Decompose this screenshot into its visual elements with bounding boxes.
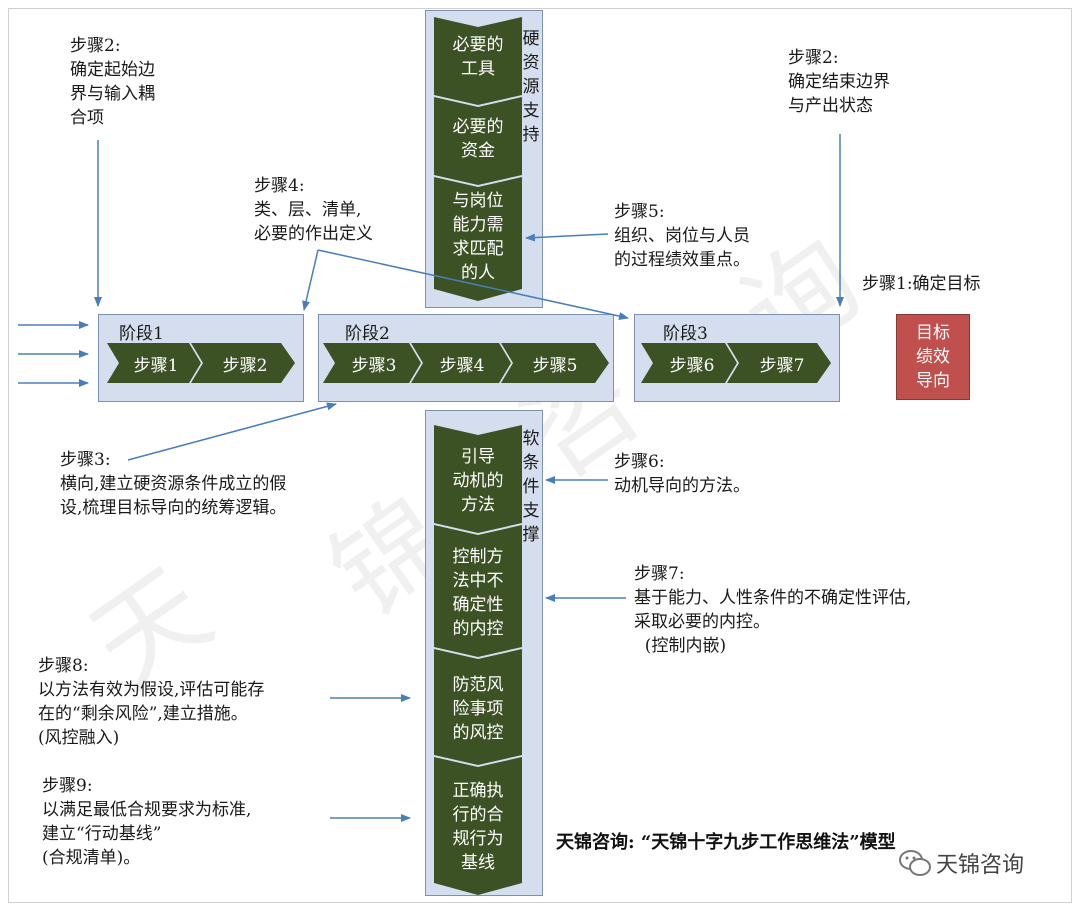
soft-item-compliance: 正确执 行的合 规行为 基线 bbox=[452, 781, 504, 873]
stage-3-title: 阶段3 bbox=[663, 324, 708, 344]
diagram-caption: 天锦咨询: “天锦十字九步工作思维法”模型 bbox=[556, 832, 896, 853]
step3-arrow bbox=[127, 402, 337, 461]
note-step2-end: 步骤2: 确定结束边界 与产出状态 bbox=[788, 48, 890, 116]
step-chevron: 步骤6 bbox=[669, 355, 715, 376]
stage-3-box: 阶段3 步骤6 步骤7 bbox=[634, 314, 840, 402]
chevron-shape bbox=[107, 343, 201, 383]
chevron-shape bbox=[727, 343, 831, 383]
note-step6: 步骤6: 动机导向的方法。 bbox=[614, 452, 750, 496]
step5-arrow bbox=[525, 233, 609, 242]
wechat-icon bbox=[899, 850, 931, 876]
note-step3: 步骤3: 横向,建立硬资源条件成立的假 设,梳理目标导向的统筹逻辑。 bbox=[60, 450, 287, 518]
hard-resource-panel: 硬资源支持 必要的 工具 必要的 资金 与岗位 能力需 求匹配 的人 bbox=[425, 10, 543, 308]
goal-box: 目标 绩效 导向 bbox=[896, 314, 970, 400]
soft-condition-panel: 软条件支撑 引导 动机的 方法 控制方 法中不 确定性 的内控 防范风 险事项 … bbox=[425, 410, 543, 896]
wechat-logo: 天锦咨询 bbox=[898, 846, 1048, 880]
chevron-shape bbox=[411, 343, 511, 383]
stage-3-chevrons bbox=[641, 343, 831, 383]
step-chevron: 步骤2 bbox=[222, 355, 268, 376]
stage-1-title: 阶段1 bbox=[119, 324, 164, 344]
soft-condition-chevrons bbox=[434, 425, 522, 895]
note-step5: 步骤5: 组织、岗位与人员 的过程绩效重点。 bbox=[614, 202, 750, 270]
step-chevron: 步骤7 bbox=[759, 355, 805, 376]
step-chevron: 步骤3 bbox=[351, 355, 397, 376]
step4-arrow-right bbox=[317, 249, 629, 320]
stage-1-box: 阶段1 步骤1 步骤2 bbox=[98, 314, 304, 402]
stage-2-title: 阶段2 bbox=[345, 324, 390, 344]
chevron-shape bbox=[434, 525, 522, 657]
note-step2-start: 步骤2: 确定起始边 界与输入耦 合项 bbox=[70, 36, 155, 128]
hard-item-people: 与岗位 能力需 求匹配 的人 bbox=[452, 191, 504, 283]
soft-item-motivation: 引导 动机的 方法 bbox=[452, 447, 504, 515]
chevron-shape bbox=[323, 343, 421, 383]
note-step9: 步骤9: 以满足最低合规要求为标准, 建立“行动基线” (合规清单)。 bbox=[42, 776, 252, 868]
stage-2-chevrons bbox=[323, 343, 609, 383]
hard-resource-chevrons bbox=[434, 17, 522, 301]
chevron-shape bbox=[191, 343, 295, 383]
step-chevron: 步骤4 bbox=[439, 355, 485, 376]
chevron-shape bbox=[434, 425, 522, 533]
soft-item-internal-control: 控制方 法中不 确定性 的内控 bbox=[452, 547, 504, 639]
chevron-shape bbox=[434, 757, 522, 895]
soft-item-risk-control: 防范风 险事项 的风控 bbox=[452, 675, 504, 743]
note-step7: 步骤7: 基于能力、人性条件的不确定性评估, 采取必要的内控。 (控制内嵌) bbox=[634, 564, 912, 656]
note-step4: 步骤4: 类、层、清单, 必要的作出定义 bbox=[254, 176, 373, 244]
hard-resource-label: 硬资源支持 bbox=[522, 29, 540, 145]
soft-condition-label: 软条件支撑 bbox=[522, 429, 540, 545]
step-chevron: 步骤1 bbox=[133, 355, 179, 376]
logo-text: 天锦咨询 bbox=[936, 853, 1025, 878]
chevron-shape bbox=[434, 97, 522, 185]
chevron-shape bbox=[434, 649, 522, 765]
stage-2-box: 阶段2 步骤3 步骤4 步骤5 bbox=[318, 314, 614, 402]
chevron-shape bbox=[641, 343, 737, 383]
chevron-shape bbox=[434, 17, 522, 105]
chevron-shape bbox=[501, 343, 609, 383]
hard-item-tools: 必要的 工具 bbox=[452, 35, 504, 79]
note-step1: 步骤1:确定目标 bbox=[862, 274, 981, 294]
stage-1-chevrons bbox=[107, 343, 295, 383]
step-chevron: 步骤5 bbox=[532, 355, 578, 376]
step4-arrow-left bbox=[302, 249, 319, 311]
hard-item-funds: 必要的 资金 bbox=[452, 117, 504, 161]
note-step8: 步骤8: 以方法有效为假设,评估可能存 在的“剩余风险”,建立措施。 (风控融入… bbox=[38, 656, 265, 748]
chevron-shape bbox=[434, 177, 522, 301]
outer-frame bbox=[8, 8, 1072, 903]
